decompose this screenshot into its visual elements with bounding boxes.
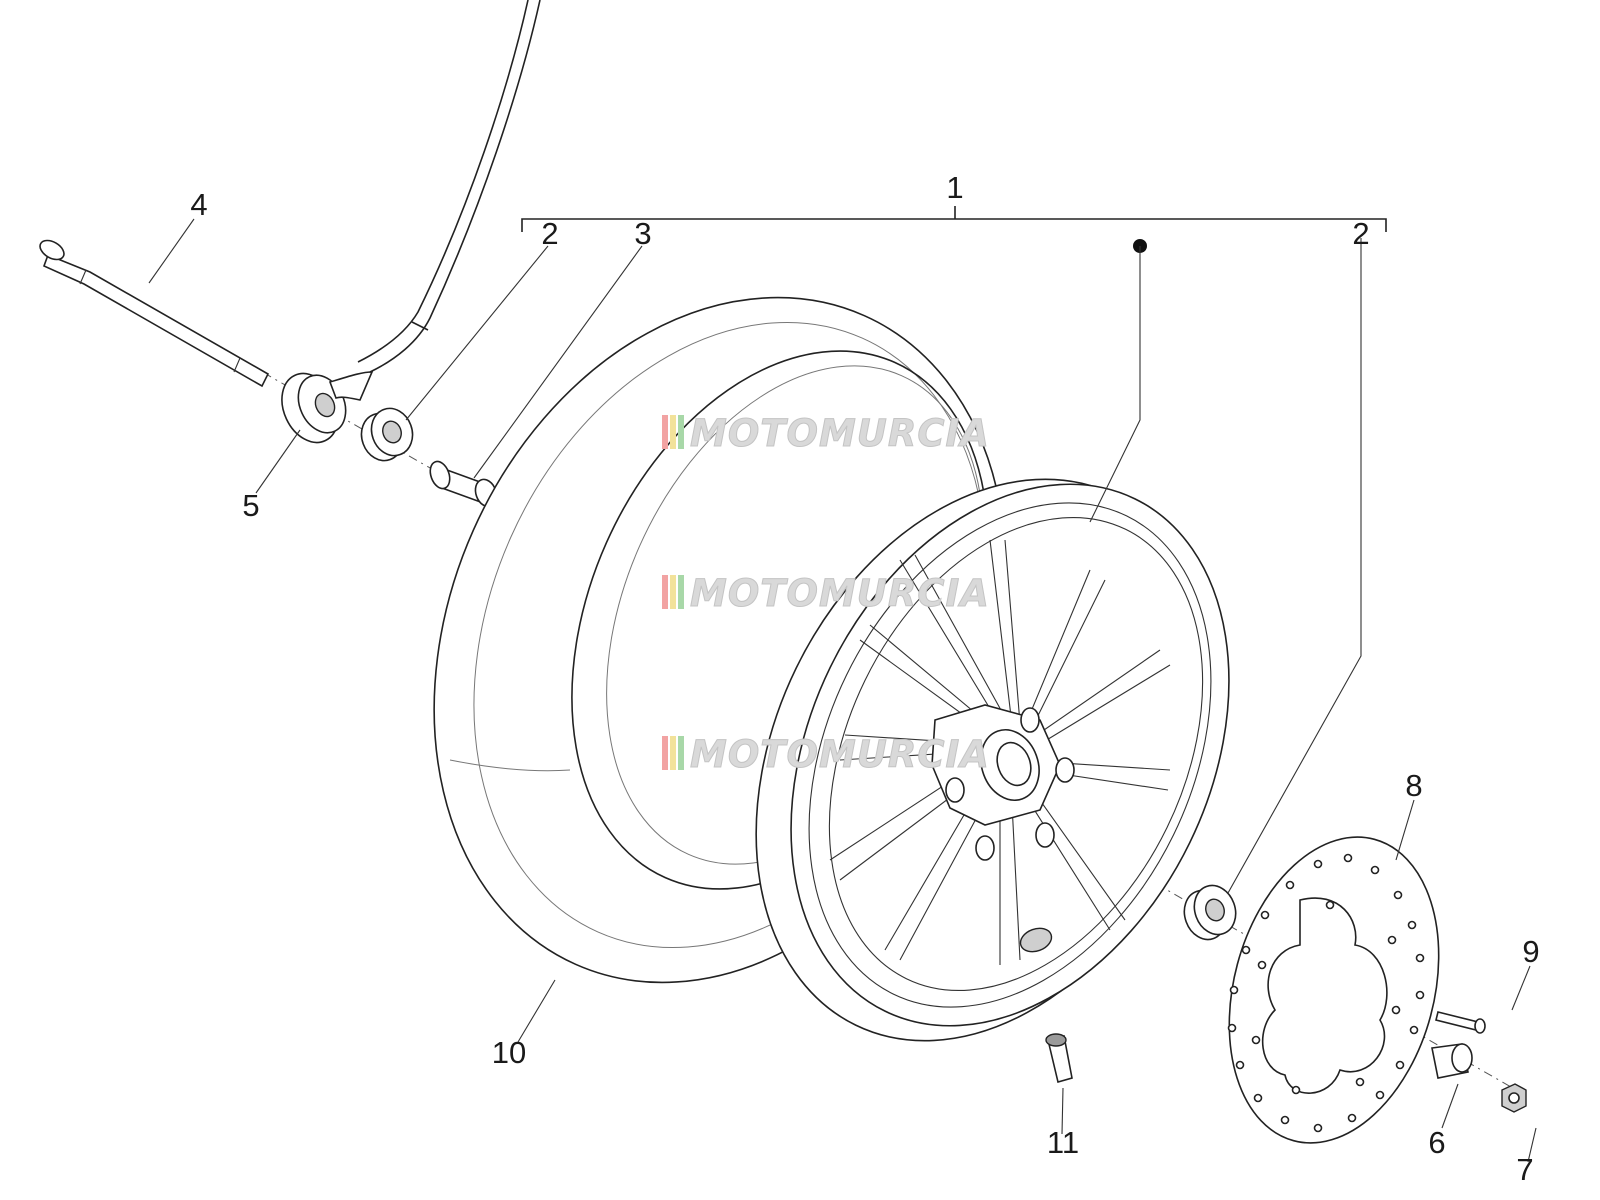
wheel-hub — [931, 704, 1075, 861]
wheel-rim — [755, 478, 1230, 1042]
callout-7: 7 — [1516, 1152, 1533, 1187]
assembly-bracket — [521, 206, 1387, 232]
watermark-stripe — [678, 575, 684, 609]
callout-2-left: 2 — [541, 216, 558, 251]
watermark-stripe — [670, 575, 676, 609]
callout-1: 1 — [946, 170, 963, 205]
callout-3: 3 — [634, 216, 651, 251]
leader-lines — [148, 218, 1537, 1163]
tyre-valve — [1045, 1033, 1073, 1083]
callout-10: 10 — [492, 1035, 526, 1070]
callout-2-right: 2 — [1352, 216, 1369, 251]
callout-5: 5 — [242, 488, 259, 523]
watermark-stripe — [662, 736, 668, 770]
bearing-left — [360, 407, 414, 462]
callout-8: 8 — [1405, 768, 1422, 803]
speedometer-drive — [281, 371, 374, 444]
disc-bolt — [1435, 1011, 1486, 1034]
watermark-stripe — [662, 575, 668, 609]
wheel-axle — [39, 239, 270, 388]
axle-nut — [1501, 1083, 1527, 1113]
watermark-text: MOTOMURCIA — [690, 412, 990, 455]
callout-11: 11 — [1047, 1125, 1079, 1160]
watermark-2: MOTOMURCIA — [662, 572, 990, 616]
speedometer-cable — [357, 0, 541, 373]
callout-4: 4 — [190, 187, 207, 222]
watermark-stripe — [678, 415, 684, 449]
brake-disc-holes — [1227, 853, 1425, 1133]
watermark-3: MOTOMURCIA — [662, 733, 990, 777]
watermark-stripe — [678, 736, 684, 770]
callout-6: 6 — [1428, 1125, 1445, 1160]
watermark-stripe — [662, 415, 668, 449]
watermark-stripe — [670, 736, 676, 770]
watermark-text: MOTOMURCIA — [690, 733, 990, 776]
watermark-stripe — [670, 415, 676, 449]
bearing-right — [1183, 884, 1237, 941]
callout-9: 9 — [1522, 934, 1539, 969]
disc-spacer — [1431, 1043, 1473, 1079]
watermark-1: MOTOMURCIA — [662, 412, 990, 456]
watermark-text: MOTOMURCIA — [690, 572, 990, 615]
brake-disc — [1227, 836, 1440, 1144]
